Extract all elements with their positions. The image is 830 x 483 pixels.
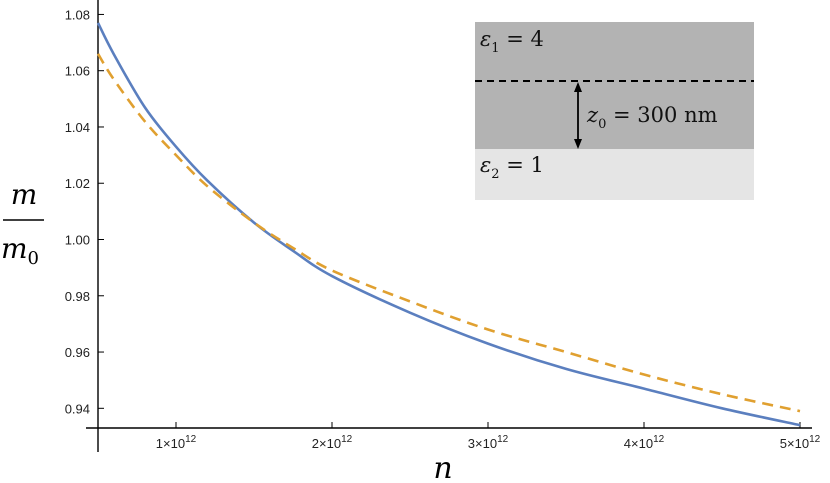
inset-eps1-sub: 1 bbox=[491, 41, 499, 56]
inset-lower-region bbox=[475, 149, 754, 200]
x-tick-label: 4×1012 bbox=[624, 434, 665, 451]
x-tick-times: ×10 bbox=[319, 436, 341, 451]
inset-z0-sub: 0 bbox=[598, 117, 606, 132]
x-tick-mantissa: 1 bbox=[156, 436, 163, 451]
y-axis-title: m m0 bbox=[1, 178, 44, 269]
x-tick-times: ×10 bbox=[475, 436, 497, 451]
inset-eps1-rhs: = 4 bbox=[500, 27, 544, 51]
y-tick-label: 0.94 bbox=[65, 401, 90, 416]
x-tick-exponent: 12 bbox=[809, 434, 821, 445]
inset-z0-rhs: = 300 nm bbox=[606, 103, 717, 127]
inset-z0-label: z0 = 300 nm bbox=[586, 103, 718, 132]
series-group bbox=[96, 22, 801, 427]
x-tick-exponent: 12 bbox=[653, 434, 665, 445]
x-tick-exponent: 12 bbox=[185, 434, 197, 445]
series-line-1 bbox=[96, 22, 801, 427]
inset-z0-symbol: z bbox=[586, 103, 599, 127]
x-tick-exponent: 12 bbox=[497, 434, 509, 445]
inset-upper-region bbox=[475, 22, 754, 149]
y-tick-label: 0.98 bbox=[65, 289, 90, 304]
inset-eps1-label: ε1 = 4 bbox=[480, 27, 544, 56]
x-axis-title: n bbox=[433, 451, 452, 483]
x-tick-label: 3×1012 bbox=[468, 434, 509, 451]
y-axis-denominator: m0 bbox=[1, 232, 39, 269]
inset-arrow-head-top bbox=[574, 82, 582, 92]
inset-eps1-symbol: ε bbox=[480, 27, 491, 51]
x-tick-times: ×10 bbox=[787, 436, 809, 451]
y-axis-denominator-m: m bbox=[1, 232, 28, 265]
inset-eps2-rhs: = 1 bbox=[500, 153, 544, 177]
y-tick-label: 1.06 bbox=[65, 64, 90, 79]
axes bbox=[86, 0, 812, 452]
x-tick-times: ×10 bbox=[631, 436, 653, 451]
y-tick-label: 1.00 bbox=[65, 233, 90, 248]
y-tick-label: 1.02 bbox=[65, 176, 90, 191]
x-tick-exponent: 12 bbox=[341, 434, 353, 445]
inset-eps2-symbol: ε bbox=[480, 153, 491, 177]
x-tick-label: 1×1012 bbox=[156, 434, 197, 451]
series-line-2 bbox=[96, 53, 801, 413]
x-tick-mantissa: 5 bbox=[780, 436, 787, 451]
y-tick-label: 1.08 bbox=[65, 7, 90, 22]
x-tick-mantissa: 2 bbox=[312, 436, 319, 451]
y-tick-label: 0.96 bbox=[65, 345, 90, 360]
x-tick-times: ×10 bbox=[163, 436, 185, 451]
y-axis-denominator-sub: 0 bbox=[28, 248, 39, 269]
y-axis-numerator: m bbox=[11, 178, 38, 211]
y-tick-label: 1.04 bbox=[65, 120, 90, 135]
x-tick-label: 2×1012 bbox=[312, 434, 353, 451]
inset-arrow-head-bottom bbox=[574, 139, 582, 149]
inset-eps2-sub: 2 bbox=[491, 167, 499, 182]
x-tick-mantissa: 3 bbox=[468, 436, 475, 451]
inset-eps2-label: ε2 = 1 bbox=[480, 153, 544, 182]
x-tick-mantissa: 4 bbox=[624, 436, 631, 451]
dielectric-inset: ε1 = 4 z0 = 300 nm ε2 = 1 bbox=[475, 22, 754, 200]
x-tick-label: 5×1012 bbox=[780, 434, 821, 451]
